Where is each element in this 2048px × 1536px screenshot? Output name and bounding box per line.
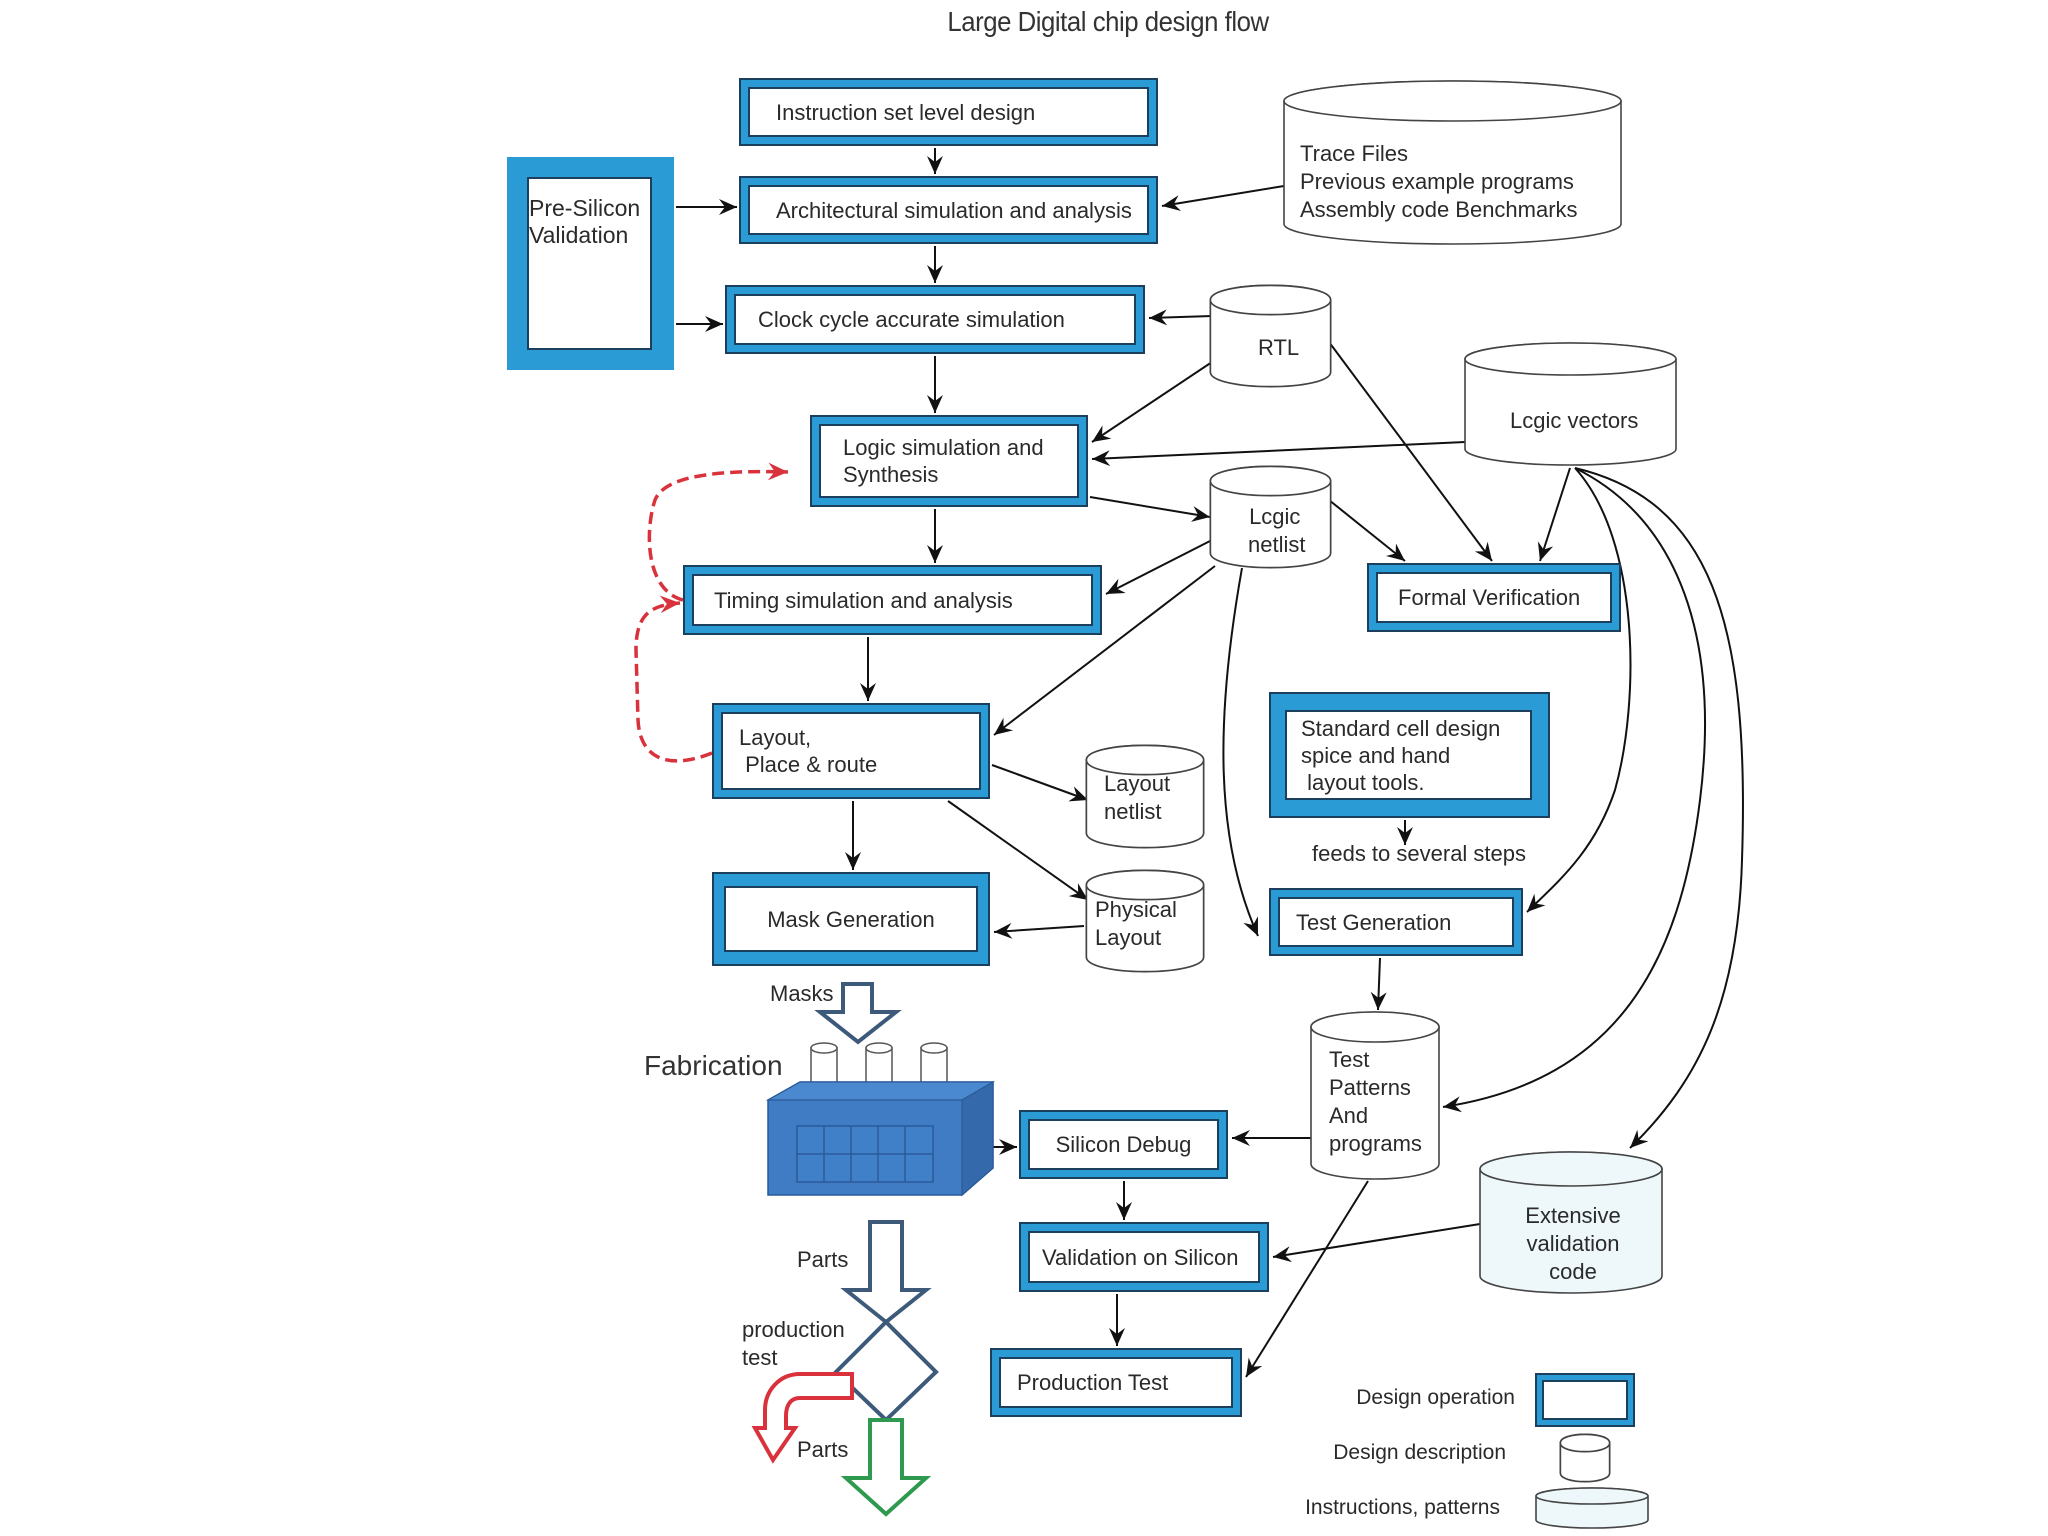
production-test-box[interactable]: Production Test	[990, 1348, 1242, 1417]
rtl-label: RTL	[1258, 335, 1300, 360]
layout-netlist-label: Layout netlist	[1104, 771, 1171, 824]
test-generation-label: Test Generation	[1278, 897, 1514, 947]
edge-patterns-prodtest	[1245, 1180, 1369, 1378]
edge-layout-phys	[947, 800, 1089, 901]
physical-layout-label: Physical Layout	[1095, 897, 1177, 950]
masks-arrow-icon	[814, 982, 902, 1045]
architectural-simulation-label: Architectural simulation and analysis	[748, 185, 1149, 235]
validation-on-silicon-box[interactable]: Validation on Silicon	[1019, 1222, 1269, 1292]
trace-files-cylinder	[1283, 80, 1622, 245]
validation-on-silicon-label: Validation on Silicon	[1028, 1231, 1260, 1283]
legend-instructions-cylinder	[1535, 1487, 1649, 1529]
logic-netlist-cylinder	[1209, 465, 1332, 569]
mask-generation-box[interactable]: Mask Generation	[712, 872, 990, 966]
edge-netlist-layout	[993, 565, 1216, 736]
mask-generation-label: Mask Generation	[724, 886, 978, 952]
timing-simulation-label: Timing simulation and analysis	[692, 574, 1093, 626]
logic-netlist-label: Lcgic netlist	[1248, 504, 1306, 557]
diagram-title: Large Digital chip design flow	[947, 6, 1269, 37]
clock-cycle-simulation-label: Clock cycle accurate simulation	[734, 294, 1136, 345]
instruction-set-design-box[interactable]: Instruction set level design	[739, 78, 1158, 146]
formal-verification-box[interactable]: Formal Verification	[1367, 563, 1621, 632]
edge-trace-arch	[1161, 185, 1285, 211]
feeds-label: feeds to several steps	[1312, 841, 1527, 866]
edge-rtl-logic	[1091, 361, 1213, 443]
logic-vectors-cylinder	[1464, 342, 1677, 466]
rtl-cylinder	[1209, 284, 1332, 388]
trace-files-label: Trace Files Previous example programs As…	[1300, 141, 1578, 222]
factory-icon	[765, 1042, 996, 1197]
logic-vectors-label: Lcgic vectors	[1510, 408, 1639, 433]
edge-vectors-testgen	[1526, 467, 1632, 913]
masks-label: Masks	[770, 981, 834, 1006]
edge-vectors-testpatterns	[1442, 467, 1706, 1113]
edge-logic-netlist	[1089, 496, 1211, 522]
reject-arrow-icon	[751, 1372, 854, 1464]
legend-description-cylinder	[1559, 1433, 1611, 1483]
production-test-diamond-icon	[833, 1319, 939, 1423]
edge-extensive-validation	[1272, 1223, 1481, 1263]
formal-verification-label: Formal Verification	[1376, 572, 1612, 623]
silicon-debug-label: Silicon Debug	[1028, 1119, 1219, 1170]
instruction-set-design-label: Instruction set level design	[748, 87, 1149, 137]
legend-design-operation: Design operation	[1356, 1386, 1515, 1409]
connectors	[676, 148, 1744, 1378]
feedback-layout-to-timing	[634, 595, 713, 763]
test-generation-box[interactable]: Test Generation	[1269, 888, 1523, 956]
timing-simulation-box[interactable]: Timing simulation and analysis	[683, 565, 1102, 635]
pass-arrow-icon	[840, 1418, 932, 1517]
extensive-validation-cylinder	[1479, 1151, 1663, 1294]
edge-phys-mask	[993, 922, 1085, 939]
test-patterns-cylinder	[1310, 1011, 1440, 1180]
edge-netlist-formal	[1328, 499, 1406, 562]
production-test-label: Production Test	[999, 1357, 1233, 1408]
extensive-validation-label: Extensive validation code	[1525, 1203, 1621, 1284]
silicon-debug-box[interactable]: Silicon Debug	[1019, 1110, 1228, 1179]
layout-place-route-label: Layout, Place & route	[721, 712, 981, 790]
legend-instructions-patterns: Instructions, patterns	[1305, 1496, 1500, 1519]
edge-rtl-clock	[1148, 309, 1213, 326]
feedback-loops	[634, 462, 789, 763]
architectural-simulation-box[interactable]: Architectural simulation and analysis	[739, 176, 1158, 244]
edge-vectors-extensive	[1574, 467, 1744, 1149]
fabrication-label: Fabrication	[644, 1050, 783, 1081]
edge-layout-lnetlist	[991, 764, 1089, 802]
edge-testgen-patterns	[1370, 957, 1387, 1011]
edge-vectors-logic	[1091, 441, 1466, 467]
edge-rtl-formal	[1328, 341, 1493, 562]
physical-layout-cylinder	[1085, 869, 1205, 973]
layout-netlist-cylinder	[1085, 744, 1205, 849]
layout-place-route-box[interactable]: Layout, Place & route	[712, 703, 990, 799]
legend-symbols	[1535, 1373, 1635, 1427]
edge-netlist-timing	[1105, 539, 1213, 595]
production-test-step-label: production test	[742, 1317, 845, 1370]
test-patterns-label: Test Patterns And programs	[1329, 1047, 1422, 1156]
parts-in-arrow-icon	[840, 1220, 932, 1325]
parts-in-label: Parts	[797, 1247, 849, 1272]
parts-out-label: Parts	[797, 1437, 849, 1462]
feedback-timing-to-logic	[647, 462, 789, 602]
cylinders	[1085, 80, 1677, 1529]
legend-design-description: Design description	[1333, 1441, 1506, 1464]
clock-cycle-simulation-box[interactable]: Clock cycle accurate simulation	[725, 285, 1145, 354]
edge-netlist-testgen	[1222, 567, 1259, 937]
edge-vectors-formal	[1537, 467, 1571, 562]
